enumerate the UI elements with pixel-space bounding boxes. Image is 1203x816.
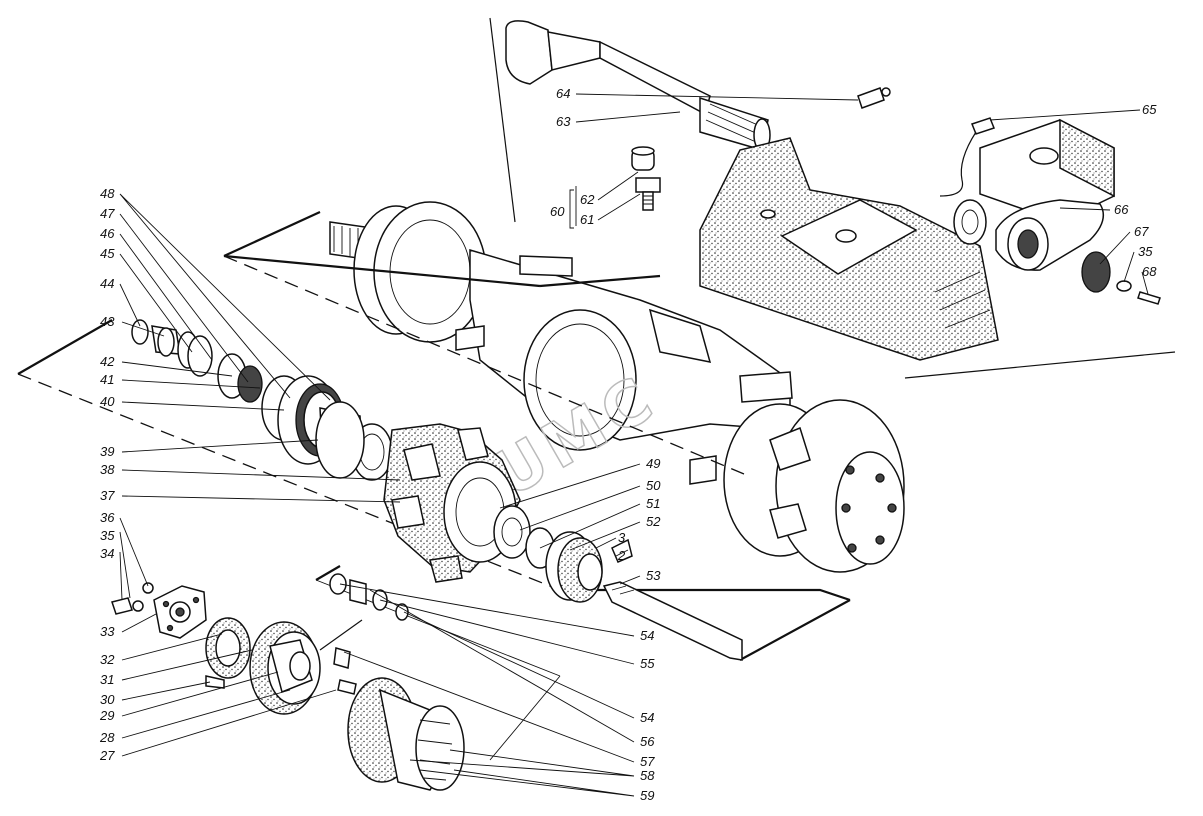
callout-47: 47 [100,206,115,221]
washer-35-top [1116,280,1132,292]
callout-32: 32 [100,652,115,667]
callout-37: 37 [100,488,115,503]
callout-35: 35 [100,528,115,543]
callout-33: 33 [100,624,115,639]
flange-33 [111,582,207,639]
bushing [953,199,987,245]
callout-56: 56 [640,734,655,749]
callout-45: 45 [100,246,115,261]
frame-block [699,137,999,361]
callout-53: 53 [646,568,661,583]
grease-fitting-64 [857,87,891,109]
washer-67 [1081,251,1111,293]
hub-stack [131,319,393,481]
brake-assembly [205,617,357,715]
callout-39: 39 [100,444,114,459]
callout-labels: 64 63 65 62 61 60 66 67 35 68 48 47 46 4… [99,86,1157,803]
callout-41: 41 [100,372,114,387]
bracket-66 [979,118,1115,271]
sensor-65 [939,117,995,197]
callout-68: 68 [1142,264,1157,279]
callout-38: 38 [100,462,115,477]
bracket-60 [569,189,574,229]
callout-57: 57 [640,754,655,769]
callout-51: 51 [646,496,660,511]
callout-54-lower: 54 [640,710,654,725]
callout-63: 63 [556,114,571,129]
breather-61 [635,177,661,211]
callout-67: 67 [1134,224,1149,239]
callout-44: 44 [100,276,114,291]
callout-42: 42 [100,354,115,369]
callout-62: 62 [580,192,595,207]
callout-61: 61 [580,212,594,227]
callout-36: 36 [100,510,115,525]
callout-60: 60 [550,204,565,219]
callout-3: 3 [618,530,626,545]
right-gears [493,505,743,661]
callout-40: 40 [100,394,115,409]
callout-27: 27 [99,748,115,763]
callout-43: 43 [100,314,115,329]
callout-35-top: 35 [1138,244,1153,259]
callout-48: 48 [100,186,115,201]
callout-34: 34 [100,546,114,561]
leader-lines [119,93,1149,797]
planetary-carrier [383,423,521,583]
callout-46: 46 [100,226,115,241]
inset-frame [489,17,1176,379]
cap-62 [631,146,655,171]
callout-55: 55 [640,656,655,671]
callout-31: 31 [100,672,114,687]
callout-2: 2 [617,548,626,563]
callout-58: 58 [640,768,655,783]
ring-gear [347,677,465,791]
bolt-68 [1137,291,1161,305]
callout-49: 49 [646,456,660,471]
callout-66: 66 [1114,202,1129,217]
callout-52: 52 [646,514,661,529]
rollers [329,573,409,621]
callout-65: 65 [1142,102,1157,117]
callout-64: 64 [556,86,570,101]
callout-50: 50 [646,478,661,493]
callout-54: 54 [640,628,654,643]
propeller-shaft [505,20,771,152]
callout-29: 29 [99,708,114,723]
washer-44 [131,319,149,345]
callout-30: 30 [100,692,115,707]
callout-59: 59 [640,788,654,803]
callout-28: 28 [99,730,115,745]
